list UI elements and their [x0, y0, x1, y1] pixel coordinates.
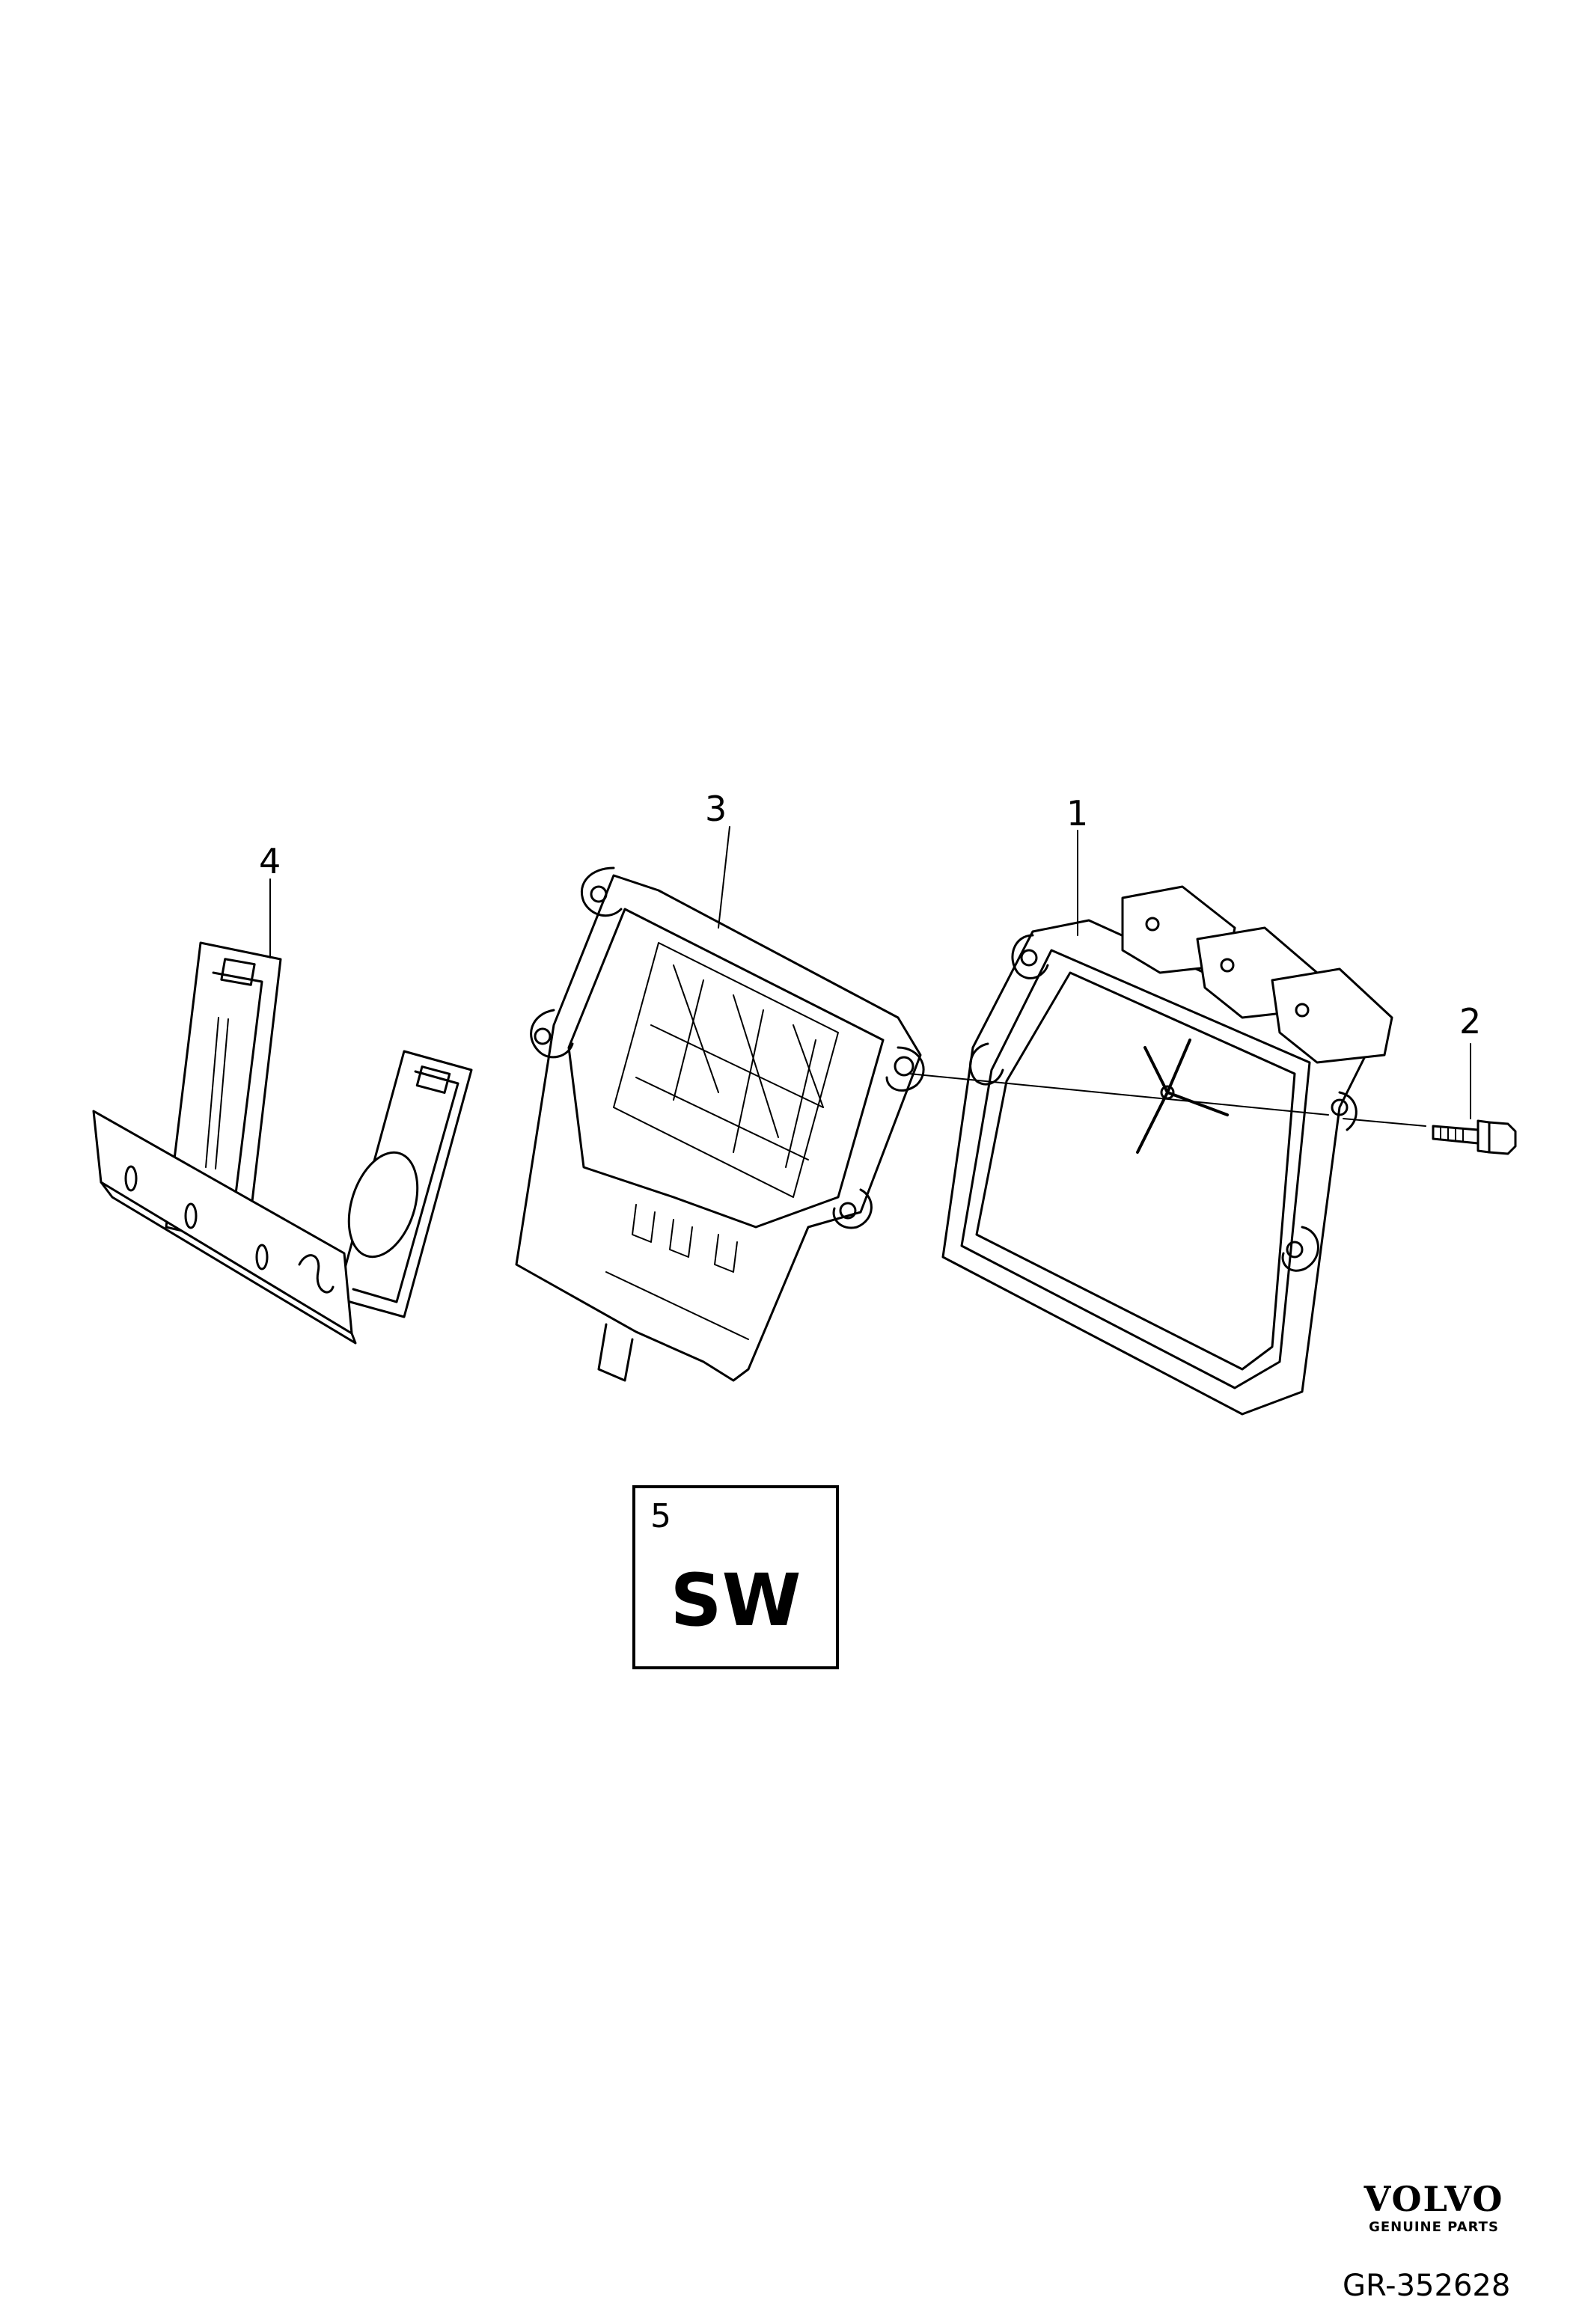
software-label: SW [670, 1559, 801, 1642]
part-4-bracket [92, 878, 473, 1345]
callout-3: 3 [705, 789, 727, 829]
software-box: 5 SW [632, 1485, 839, 1669]
software-callout-number: 5 [650, 1497, 671, 1535]
callout-4: 4 [259, 841, 281, 881]
alignment-lines [909, 1073, 1426, 1127]
brand-logo: VOLVO [1364, 2179, 1504, 2219]
callout-2: 2 [1459, 1001, 1482, 1042]
brand-tagline: GENUINE PARTS [1369, 2219, 1499, 2235]
part-3-tray [515, 826, 925, 1382]
diagram-reference: GR-352628 [1343, 2269, 1511, 2303]
part-2-screw [1432, 1043, 1517, 1155]
callout-1: 1 [1066, 793, 1089, 834]
part-1-ecu [941, 830, 1393, 1416]
